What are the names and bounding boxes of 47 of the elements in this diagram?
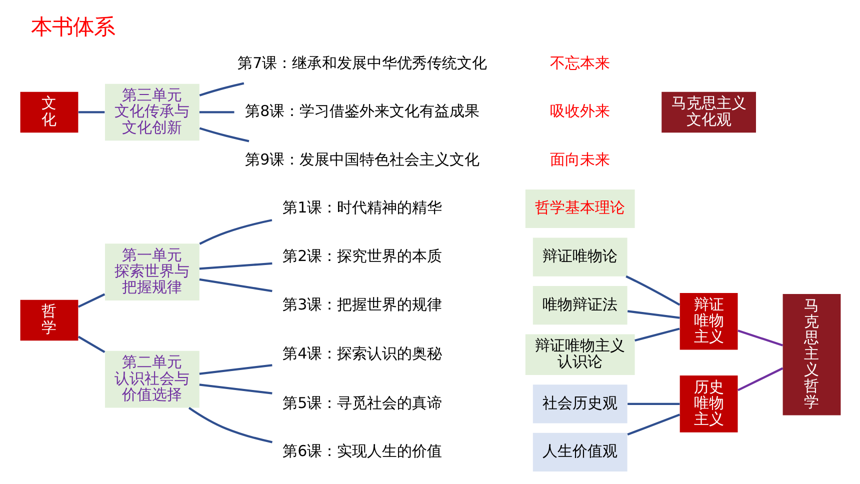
node-text: 第8课：学习借鉴外来文化有益成果 — [244, 102, 480, 120]
node-text: 第3课：把握世界的规律 — [282, 295, 442, 314]
node-text: 第1课：时代精神的精华 — [282, 198, 442, 217]
connector — [77, 336, 105, 354]
node-box: 唯物辩证法 — [532, 286, 627, 325]
connector — [737, 330, 783, 346]
connector — [188, 406, 272, 444]
connector — [198, 278, 272, 292]
connector — [198, 219, 272, 245]
connector — [77, 293, 105, 308]
node-box: 马克思主义文化观 — [661, 92, 756, 133]
node-box: 辩证唯物主义认识论 — [524, 334, 634, 375]
connector — [198, 111, 234, 114]
node-box: 辩证唯物主义 — [679, 292, 738, 350]
connector — [736, 367, 783, 392]
node-box: 第一单元探索世界与把握规律 — [104, 244, 199, 300]
node-box: 第二单元认识社会与价值选择 — [104, 350, 199, 408]
connector — [627, 402, 680, 406]
node-box: 马克思主义哲学 — [782, 294, 840, 416]
node-box: 历史唯物主义 — [679, 376, 738, 432]
connector — [198, 384, 272, 394]
node-box: 人生价值观 — [532, 432, 627, 472]
connector — [198, 127, 249, 142]
node-box: 社会历史观 — [532, 384, 627, 424]
label: 吸收外来 — [550, 102, 610, 120]
diagram-title: 本书体系 — [30, 14, 114, 40]
node-box: 哲学 — [20, 300, 78, 341]
connector — [626, 310, 680, 319]
connector — [198, 262, 272, 270]
node-box: 第三单元文化传承与文化创新 — [104, 84, 199, 141]
connector — [198, 364, 272, 375]
node-text: 第7课：继承和发展中华优秀传统文化 — [237, 54, 487, 72]
node-text: 第9课：发展中国特色社会主义文化 — [244, 150, 480, 168]
node-text: 第5课：寻觅社会的真谛 — [282, 394, 442, 412]
node-text: 第2课：探究世界的本质 — [282, 246, 442, 265]
node-text: 第6课：实现人生的价值 — [282, 442, 442, 460]
label: 面向未来 — [550, 150, 610, 168]
node-box: 哲学基本理论 — [524, 189, 634, 228]
label: 不忘本来 — [550, 54, 610, 72]
connector — [626, 414, 680, 436]
node-box: 文化 — [20, 92, 78, 133]
connector — [625, 275, 680, 306]
connector — [198, 82, 244, 96]
connector — [78, 111, 104, 114]
node-box: 辩证唯物论 — [532, 238, 627, 276]
connector — [634, 328, 680, 342]
node-text: 第4课：探索认识的奥秘 — [282, 344, 442, 363]
